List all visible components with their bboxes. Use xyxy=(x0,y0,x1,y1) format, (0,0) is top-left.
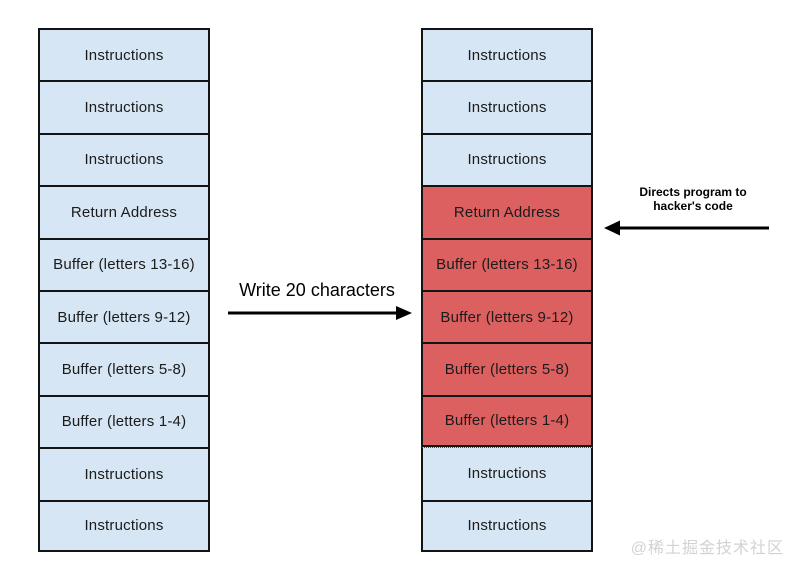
redirect-annotation-line2: hacker's code xyxy=(653,199,733,213)
memory-cell: Return Address xyxy=(421,185,593,238)
memory-cell: Return Address xyxy=(38,185,210,238)
memory-cell: Instructions xyxy=(421,447,593,500)
memory-cell: Buffer (letters 1-4) xyxy=(421,394,593,448)
memory-cell: Buffer (letters 9-12) xyxy=(38,289,210,343)
memory-cell: Instructions xyxy=(38,499,210,552)
memory-cell: Instructions xyxy=(421,499,593,552)
memory-cell: Buffer (letters 9-12) xyxy=(421,289,593,343)
memory-cell: Instructions xyxy=(38,80,210,133)
redirect-annotation: Directs program to hacker's code xyxy=(608,185,778,213)
memory-cell: Instructions xyxy=(421,132,593,186)
memory-cell: Buffer (letters 5-8) xyxy=(421,342,593,395)
memory-cell: Buffer (letters 13-16) xyxy=(38,237,210,290)
memory-cell: Instructions xyxy=(421,80,593,133)
redirect-annotation-line1: Directs program to xyxy=(639,185,747,199)
memory-cell: Buffer (letters 13-16) xyxy=(421,237,593,290)
memory-cell: Instructions xyxy=(38,447,210,500)
memory-cell: Buffer (letters 1-4) xyxy=(38,394,210,448)
memory-cell: Buffer (letters 5-8) xyxy=(38,342,210,395)
memory-cell: Instructions xyxy=(38,132,210,186)
memory-cell: Instructions xyxy=(421,28,593,81)
write-characters-label: Write 20 characters xyxy=(239,280,395,300)
memory-cell: Instructions xyxy=(38,28,210,81)
watermark: @稀土掘金技术社区 xyxy=(630,540,784,557)
